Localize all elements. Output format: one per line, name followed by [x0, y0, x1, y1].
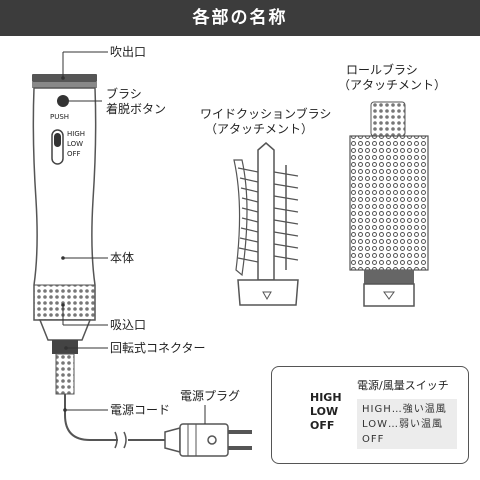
- label-wide-brush-1: ワイドクッションブラシ: [200, 107, 332, 121]
- outlet-cap: [32, 74, 97, 88]
- wide-cushion-brush: [233, 142, 299, 306]
- intake-mesh: [33, 284, 96, 321]
- panel-switch-high: HIGH: [310, 391, 342, 404]
- power-cord: [64, 394, 165, 441]
- page-title: 各部の名称: [0, 0, 480, 36]
- push-text: PUSH: [50, 113, 70, 121]
- label-brush-release-2: 着脱ボタン: [106, 102, 167, 116]
- label-roll-brush-1: ロールブラシ: [346, 63, 418, 77]
- dryer-switch-low: LOW: [67, 140, 84, 148]
- panel-switch-off: OFF: [310, 419, 335, 432]
- mode-high-desc: HIGH…強い温風: [362, 404, 447, 415]
- label-brush-release-1: ブラシ: [106, 87, 142, 101]
- switch-info-panel: HIGH LOW OFF 電源/風量スイッチ HIGH…強い温風 LOW…弱い温…: [271, 366, 469, 464]
- label-body: 本体: [110, 251, 135, 265]
- panel-title: 電源/風量スイッチ: [357, 379, 449, 392]
- label-connector: 回転式コネクター: [110, 341, 206, 355]
- panel-switch-low: LOW: [310, 405, 339, 418]
- dryer-switch-knob: [54, 133, 61, 147]
- panel-mode-list: HIGH…強い温風 LOW…弱い温風 OFF: [357, 399, 457, 449]
- mode-off-desc: OFF: [362, 434, 385, 445]
- label-roll-brush-2: （アタッチメント）: [338, 78, 447, 92]
- dryer-switch-off: OFF: [67, 150, 81, 158]
- dryer-switch-high: HIGH: [67, 130, 86, 138]
- power-plug: [164, 423, 252, 457]
- roll-brush: [349, 101, 429, 307]
- brush-release-button: [57, 95, 69, 107]
- label-plug: 電源プラグ: [180, 389, 241, 403]
- label-intake: 吸込口: [110, 318, 147, 332]
- mode-low-desc: LOW…弱い温風: [362, 419, 443, 430]
- label-cord: 電源コード: [110, 403, 171, 417]
- label-outlet: 吹出口: [110, 45, 147, 59]
- label-wide-brush-2: （アタッチメント）: [205, 122, 314, 136]
